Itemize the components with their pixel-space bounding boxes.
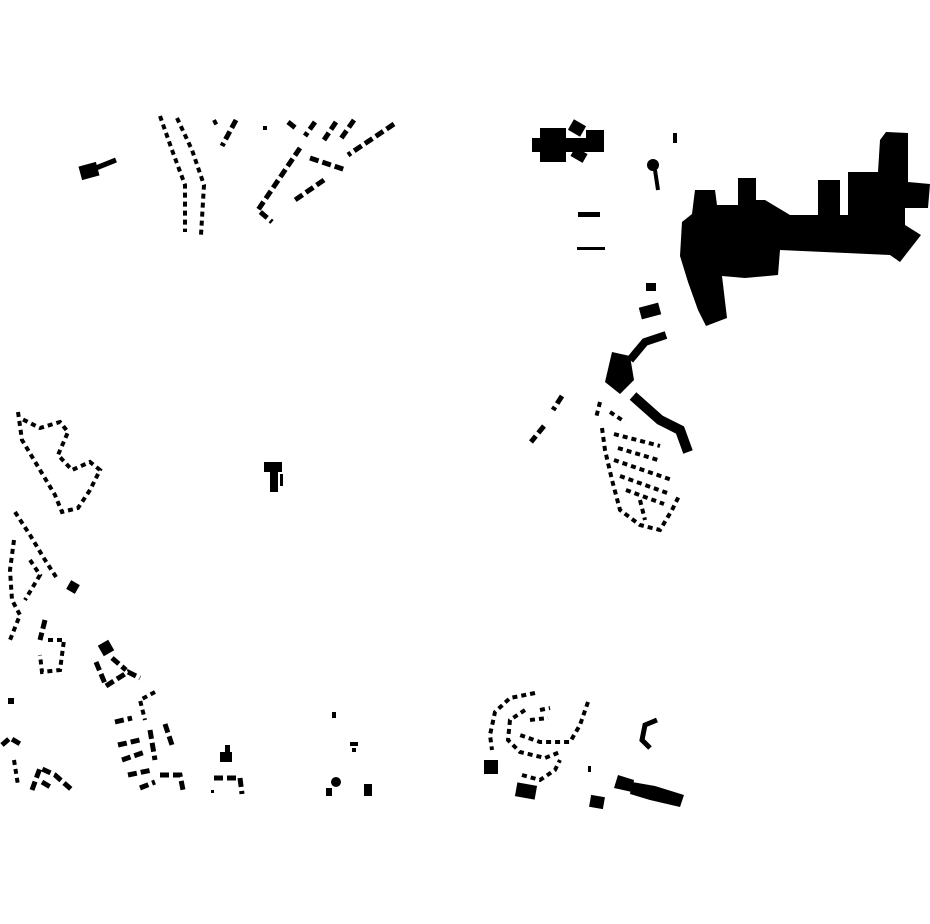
buildings-left	[7, 411, 283, 641]
buildings-bottom-right	[484, 691, 684, 810]
buildings-bottom-middle	[326, 712, 372, 796]
buildings-bottom-left	[0, 619, 245, 795]
building-cluster-top	[532, 119, 604, 163]
large-building-complex	[577, 132, 930, 326]
building-chain-middle	[529, 283, 693, 533]
buildings-top-left	[78, 115, 396, 236]
